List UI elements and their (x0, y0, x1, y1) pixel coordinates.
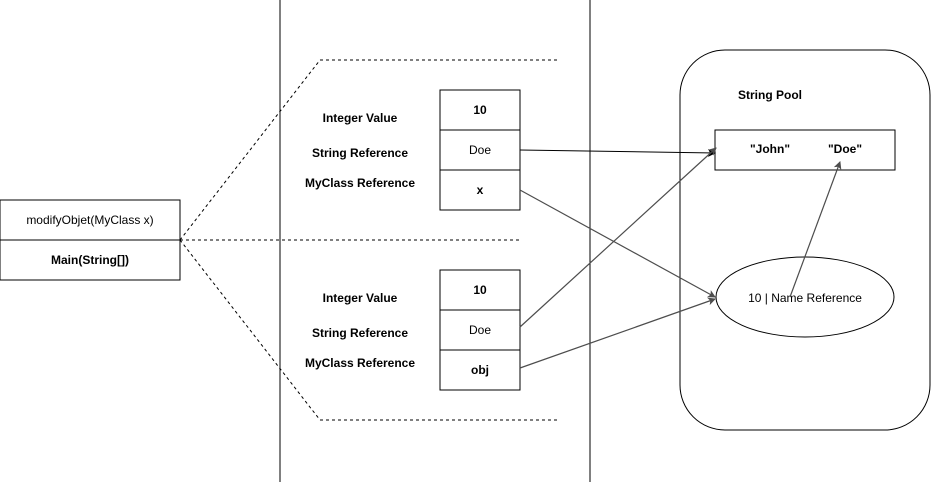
lower-cell-string: Doe (469, 323, 491, 337)
string-pool-title: String Pool (738, 88, 802, 102)
string-pool-box (714, 129, 896, 171)
arrow-lower-string-to-pool (519, 147, 717, 328)
upper-cell-integer: 10 (473, 103, 487, 117)
upper-label-integer: Integer Value (323, 111, 398, 125)
upper-label-string: String Reference (312, 146, 408, 160)
lower-cell-myclass: obj (471, 363, 489, 377)
pool-string-john: "John" (750, 142, 790, 156)
arrow-upper-string-to-pool (519, 148, 716, 157)
frame-outline-dotted (179, 59, 560, 421)
stack-frame-bottom: Main(String[]) (51, 253, 129, 267)
heap-box (679, 49, 931, 431)
object-label: 10 | Name Reference (748, 291, 862, 305)
lower-frame: Integer Value String Reference MyClass R… (305, 269, 521, 391)
lower-label-integer: Integer Value (323, 291, 398, 305)
lower-label-string: String Reference (312, 326, 408, 340)
arrow-lower-obj-to-object (519, 297, 716, 369)
upper-label-myclass: MyClass Reference (305, 176, 415, 190)
call-stack: modifyObjet(MyClass x) Main(String[]) (0, 199, 181, 281)
upper-cell-myclass: x (477, 183, 484, 197)
pool-string-doe: "Doe" (828, 142, 862, 156)
arrow-upper-x-to-object (519, 189, 716, 298)
heap-region: String Pool "John" "Doe" 10 | Name Refer… (679, 49, 931, 431)
upper-frame: Integer Value String Reference MyClass R… (305, 89, 521, 211)
upper-cell-string: Doe (469, 143, 491, 157)
lower-label-myclass: MyClass Reference (305, 356, 415, 370)
arrow-object-to-doe (789, 161, 842, 298)
lower-cell-integer: 10 (473, 283, 487, 297)
stack-frame-top: modifyObjet(MyClass x) (26, 213, 153, 227)
